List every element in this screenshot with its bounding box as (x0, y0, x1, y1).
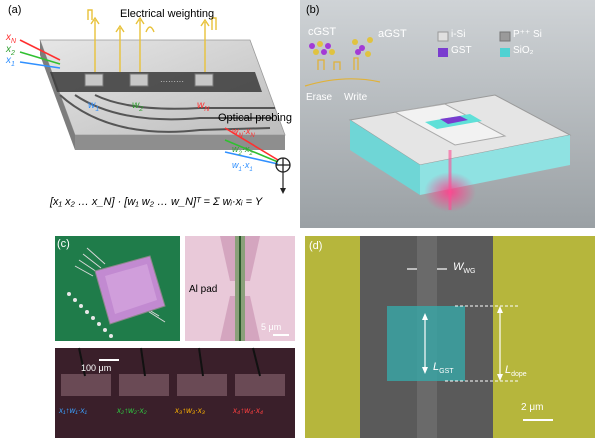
device-side-left (350, 120, 420, 195)
ldope-label: Ldope (505, 364, 527, 379)
legend-swatch-psi (499, 31, 511, 42)
gst-patch (440, 116, 468, 124)
chip-front (75, 135, 285, 150)
panel-b-figure (300, 0, 595, 228)
right-yellow-region (485, 236, 595, 438)
panel-b: (b) cGST aGST Erase Write i-Si P⁺⁺ Si GS… (300, 0, 595, 228)
agst-label: aGST (378, 28, 407, 40)
probe-needles (78, 347, 261, 377)
dots-label: ········· (160, 77, 184, 86)
electrical-pulses (87, 9, 217, 72)
array-cells (61, 374, 285, 396)
scale-label-100um: 100 μm (81, 363, 112, 373)
legend-swatch-gst (438, 48, 448, 57)
legend-psi: P⁺⁺ Si (513, 29, 542, 40)
input-label-1: x1 (6, 55, 15, 68)
weight-label-1: w1 (88, 100, 100, 113)
panel-d-figure (305, 236, 595, 438)
input-label-2: x2 (6, 44, 15, 57)
lgst-label: LGST (433, 361, 454, 376)
cgst-atoms (309, 41, 335, 55)
write-label: Write (344, 92, 368, 103)
cell-label-2: x₂↑w₂·x₂ (117, 406, 147, 415)
weight-label-2: w2 (132, 100, 144, 113)
output-label-2: w2·x2 (232, 144, 253, 157)
al-pad-label: Al pad (189, 284, 218, 295)
legend-swatch-sio2 (500, 48, 510, 57)
legend-sio2: SiO₂ (513, 45, 534, 56)
output-beam-n (224, 127, 279, 161)
input-beam-1 (19, 61, 61, 69)
output-label-1: w1·x1 (232, 160, 253, 173)
agst-atoms (352, 37, 373, 57)
input-beam-2 (19, 51, 61, 65)
input-label-n: xN (6, 32, 17, 45)
panel-b-label: (b) (306, 4, 320, 16)
panel-c-label: (c) (57, 238, 70, 250)
modulator-2 (129, 73, 149, 87)
pad-row (67, 292, 113, 338)
cgst-label: cGST (308, 26, 337, 38)
panel-a-label: (a) (8, 4, 22, 16)
legend-swatch-isi (437, 31, 449, 42)
waveguide-band (50, 72, 262, 92)
panel-c-figure (55, 236, 295, 438)
wwg-label: WWG (453, 261, 476, 276)
panel-a-probe-label: Optical probing (218, 112, 292, 124)
cell-label-3: x₃↑w₃·x₃ (175, 406, 205, 415)
panel-a: ········· (a) Electrical weighting Optic… (0, 0, 300, 228)
modulator-n (194, 73, 214, 87)
cell-label-4: x₄↑w₄·x₄ (233, 406, 264, 415)
cell-label-1: x₁↑w₁·x₁ (59, 406, 88, 415)
legend-gst: GST (451, 45, 472, 56)
scale-label-2um: 2 μm (521, 402, 544, 413)
output-beam-1 (224, 151, 279, 165)
scale-label-5um: 5 μm (261, 322, 282, 332)
pulse-arrow (304, 78, 381, 87)
panel-d: (d) WWG LGST Ldope 2 μm (305, 236, 595, 438)
modulator-1 (84, 73, 104, 87)
dot-product-equation: [x₁ x₂ … x_N] · [w₁ w₂ … w_N]ᵀ = Σ wᵢ·xᵢ… (50, 196, 263, 208)
legend-isi: i-Si (451, 29, 466, 40)
panel-a-title: Electrical weighting (120, 8, 215, 20)
waveguide-loop-2 (74, 94, 272, 121)
waveguide-loop-3 (94, 94, 275, 110)
output-beam-2 (224, 139, 279, 163)
panel-c: (c) Al pad 5 μm 100 μm x₁↑w₁·x₁ x₂↑w₂·x₂… (55, 236, 295, 438)
erase-label: Erase (306, 92, 333, 103)
erase-write-pulses (317, 57, 359, 70)
output-label-n: wN·xN (232, 126, 255, 139)
chip-side (40, 40, 75, 150)
waveguide-loop-1 (59, 94, 271, 133)
panel-d-label: (d) (309, 240, 323, 252)
panel-a-figure: ········· (19, 9, 291, 194)
weight-label-n: wN (197, 100, 210, 113)
input-beam-n (19, 39, 61, 61)
left-yellow-region (305, 236, 373, 438)
